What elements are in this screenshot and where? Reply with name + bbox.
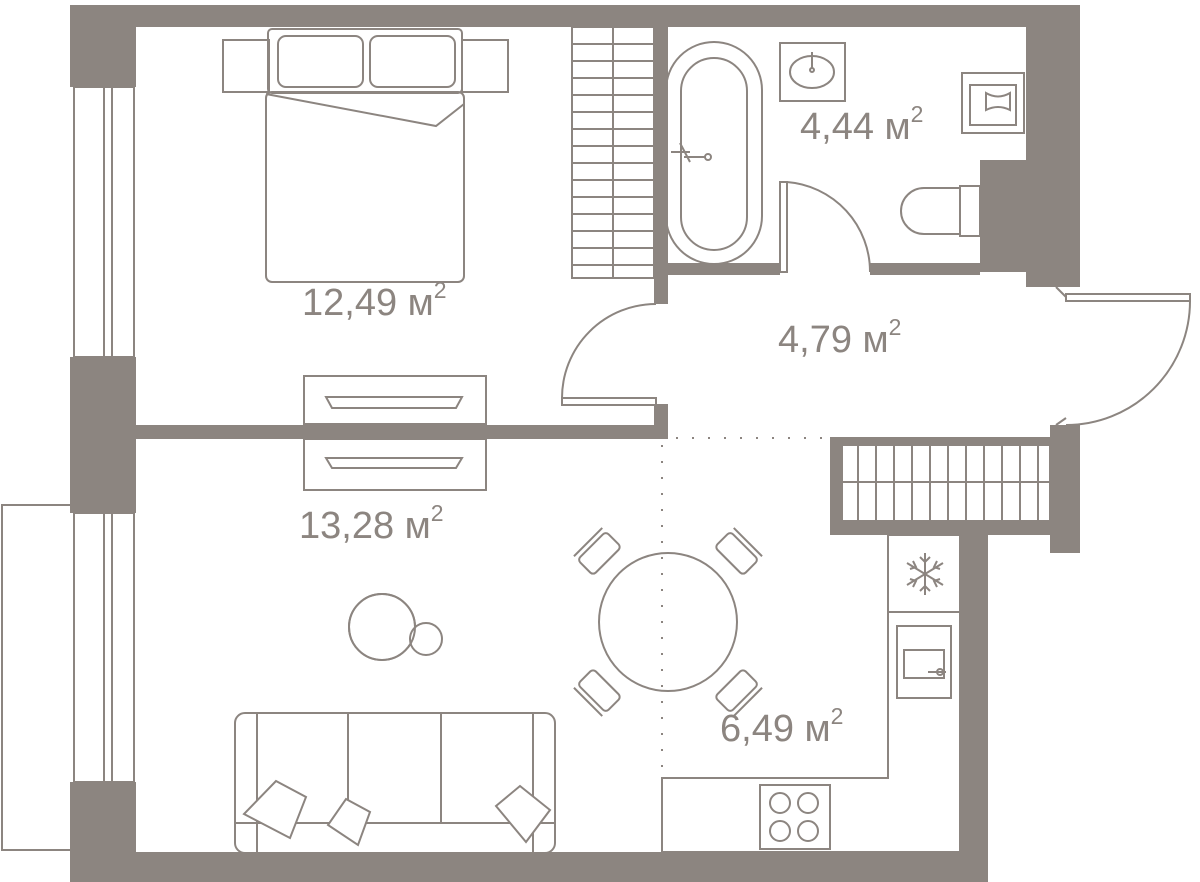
- dining-set: [573, 527, 763, 717]
- door-bathroom: [779, 181, 872, 273]
- wardrobe-bedroom: [571, 26, 655, 279]
- snowflake-icon: [906, 553, 944, 595]
- area-kitchen: 6,49 м2: [720, 703, 843, 750]
- area-living: 13,28 м2: [299, 500, 444, 547]
- washing-machine: [961, 72, 1025, 134]
- sink-icon: [779, 42, 846, 102]
- area-labels: 12,49 м2 4,44 м2 4,79 м2 13,28 м2 6,49 м…: [299, 101, 923, 750]
- kitchen-sink-icon: [896, 625, 952, 699]
- window-living: [73, 512, 135, 783]
- windows: [1, 86, 135, 851]
- kitchen-counter: [661, 534, 961, 853]
- door-entrance: [1055, 286, 1191, 426]
- area-hallway: 4,79 м2: [778, 314, 901, 361]
- toilet: [900, 185, 981, 237]
- door-bedroom: [561, 303, 657, 406]
- bathroom-fixtures: [665, 41, 1025, 265]
- side-table: [348, 593, 443, 661]
- dining-chair: [573, 669, 621, 717]
- wardrobe-hall: [841, 444, 1051, 522]
- window-bedroom: [73, 86, 135, 358]
- walls: [70, 5, 1080, 882]
- dining-table: [598, 552, 738, 692]
- cushion: [242, 779, 552, 847]
- cooktop-icon: [759, 784, 831, 850]
- zone-separators: [661, 437, 830, 782]
- tv-stand-living: [303, 438, 487, 491]
- dining-chair: [715, 669, 763, 717]
- area-bedroom: 12,49 м2: [302, 277, 447, 324]
- doors: [561, 181, 1191, 426]
- bed: [222, 28, 509, 283]
- bedroom-furniture: [222, 26, 655, 491]
- dining-chair: [573, 527, 621, 575]
- living-furniture: [234, 593, 556, 854]
- area-bathroom: 4,44 м2: [800, 101, 923, 148]
- dining-chair: [715, 527, 763, 575]
- balcony: [1, 504, 75, 851]
- kitchen-fixtures: [661, 534, 961, 853]
- bathtub: [665, 41, 763, 265]
- dresser-bedroom: [303, 375, 487, 425]
